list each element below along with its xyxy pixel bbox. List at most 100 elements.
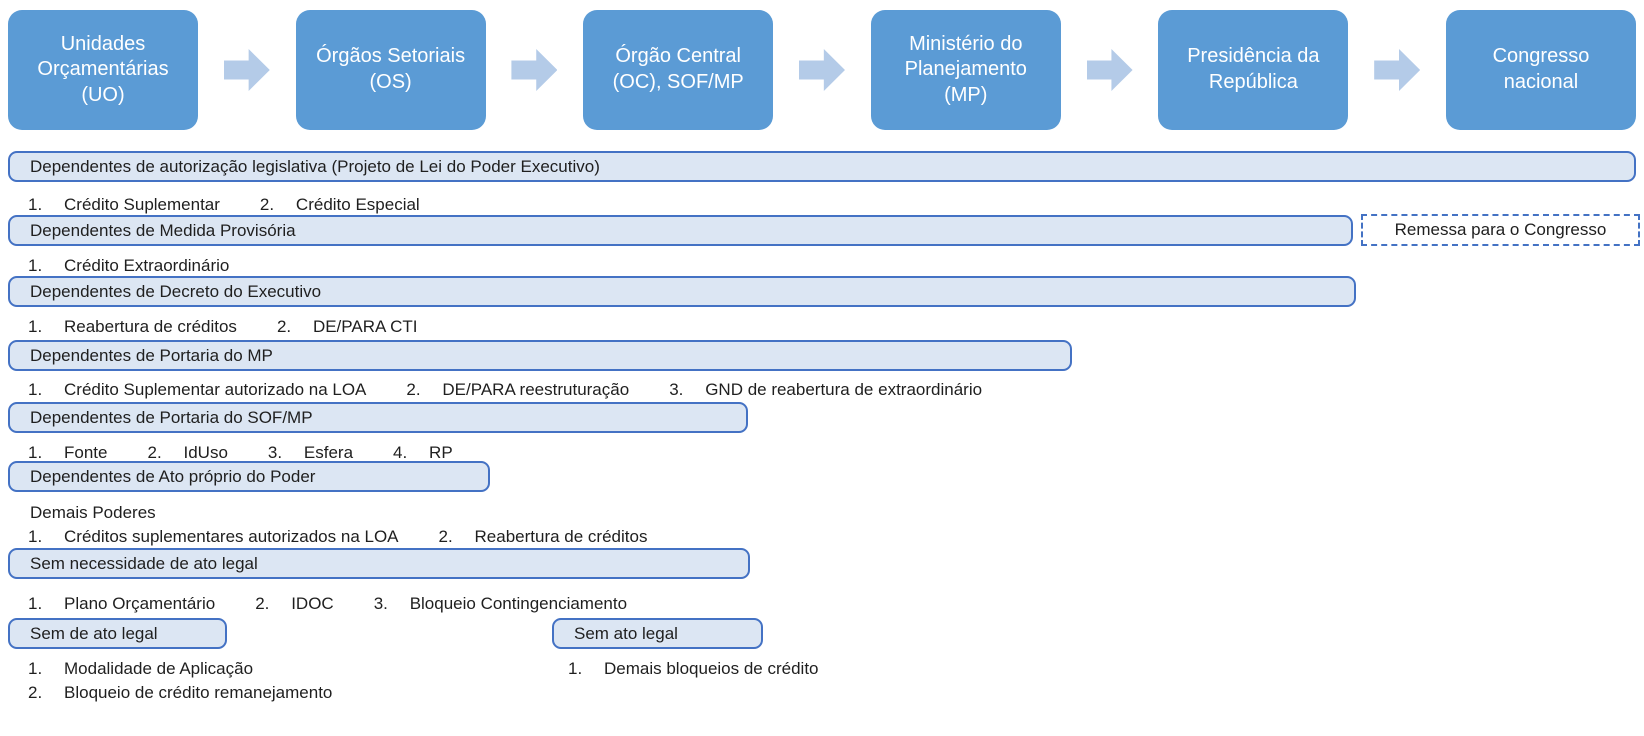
bar-sem-de-ato-legal: Sem de ato legal — [8, 618, 227, 649]
list-item: 2. IDOC — [255, 594, 334, 614]
list-item-text: Bloqueio Contingenciamento — [409, 594, 628, 613]
bar-decreto-executivo: Dependentes de Decreto do Executivo — [8, 276, 1356, 307]
list-item-number: 2. — [147, 443, 162, 462]
bar-label: Dependentes de Ato próprio do Poder — [30, 466, 316, 486]
list-item-number: 2. — [406, 380, 421, 399]
list-item-number: 3. — [669, 380, 684, 399]
list-item: 1. Crédito Suplementar — [28, 195, 220, 215]
list-item-text: Crédito Suplementar — [64, 195, 220, 214]
list-item-number: 3. — [267, 443, 283, 462]
bar-autorizacao-legislativa: Dependentes de autorização legislativa (… — [8, 151, 1636, 182]
bar-label: Dependentes de Decreto do Executivo — [30, 281, 322, 301]
list-item: 2.Crédito Especial — [260, 195, 420, 215]
list-item-number: 1. — [28, 443, 43, 462]
list-item-number: 1. — [28, 195, 43, 214]
bar-portaria-mp: Dependentes de Portaria do MP — [8, 340, 1072, 371]
bar-portaria-sof-mp: Dependentes de Portaria do SOF/MP — [8, 402, 748, 433]
credit-type-list: 1. Demais bloqueios de crédito — [560, 659, 819, 679]
arrow-right-icon — [223, 49, 270, 91]
bar-sem-necessidade-ato-legal: Sem necessidade de ato legal — [8, 548, 750, 579]
list-item-text: Demais bloqueios de crédito — [604, 659, 819, 678]
bar-label: Dependentes de Portaria do SOF/MP — [30, 407, 313, 427]
list-item: 1. Crédito Suplementar autorizado na LOA — [28, 380, 366, 400]
list-item-text: Crédito Suplementar autorizado na LOA — [64, 380, 367, 399]
list-item-text: Reabertura de créditos — [474, 527, 648, 546]
flow-box-presidencia-republica: Presidência da República — [1158, 10, 1349, 130]
list-item-number: 2. — [276, 317, 292, 336]
arrow-right-icon — [1374, 49, 1421, 91]
credit-type-list: 1. Reabertura de créditos 2. DE/PARA CTI — [8, 317, 417, 337]
list-item-number: 2. — [255, 594, 270, 613]
flow-box-orgao-central: Órgão Central (OC), SOF/MP — [583, 10, 774, 130]
arrow-right-icon — [798, 49, 845, 91]
list-item: 1. Demais bloqueios de crédito — [568, 659, 819, 679]
list-item: 3. Bloqueio Contingenciamento — [374, 594, 627, 614]
list-item: 2. DE/PARA reestruturação — [406, 380, 629, 400]
list-item-number: 2. — [438, 527, 453, 546]
remessa-congresso-dashed-box: Remessa para o Congresso — [1361, 214, 1640, 246]
list-item-number: 1. — [28, 594, 43, 613]
flow-box-congresso-nacional: Congresso nacional — [1445, 10, 1636, 130]
credit-type-list: 1.Crédito Suplementar autorizado na LOA … — [8, 380, 982, 400]
list-item-text: Esfera — [303, 443, 354, 462]
list-item: 1. Crédito Extraordinário — [28, 256, 229, 276]
list-item: 1. Fonte — [28, 443, 107, 463]
bar-label: Dependentes de Medida Provisória — [30, 220, 296, 240]
list-item: 3. GND de reabertura de extraordinário — [669, 380, 982, 400]
list-item-number: 1. — [28, 256, 43, 275]
credit-type-list: 2. Bloqueio de crédito remanejamento — [8, 683, 332, 703]
bar-sem-ato-legal: Sem ato legal — [552, 618, 763, 649]
list-item: 2. Reabertura de créditos — [439, 527, 648, 547]
list-item-number: 1. — [568, 659, 583, 678]
list-item-number: 1. — [28, 380, 43, 399]
list-item: 1. Créditos suplementares autorizados na … — [28, 527, 399, 547]
list-item-text: DE/PARA reestruturação — [442, 380, 630, 399]
list-item-number: 1. — [28, 527, 43, 546]
list-item-text: DE/PARA CTI — [312, 317, 418, 336]
list-item: 1.Modalidade de Aplicação — [28, 659, 253, 679]
list-item-text: Créditos suplementares autorizados na LO… — [64, 527, 399, 546]
list-item-number: 1. — [28, 317, 43, 336]
bar-label: Dependentes de Portaria do MP — [30, 345, 273, 365]
flow-box-ministerio-planejamento: Ministério do Planejamento (MP) — [870, 10, 1061, 130]
process-flow: Unidades Orçamentárias (UO) Órgãos Setor… — [8, 10, 1636, 130]
list-item-text: Reabertura de créditos — [64, 317, 237, 336]
list-item-text: Bloqueio de crédito remanejamento — [64, 683, 333, 702]
credit-type-list: 1.Modalidade de Aplicação — [8, 659, 253, 679]
bar-label: Sem ato legal — [574, 623, 678, 643]
bar-label: Sem necessidade de ato legal — [30, 553, 258, 573]
list-item: 3. Esfera — [268, 443, 353, 463]
list-item-text: Crédito Extraordinário — [64, 256, 230, 275]
list-item-text: RP — [429, 443, 453, 462]
credit-type-list: 1. Crédito Suplementar 2.Crédito Especial — [8, 195, 420, 215]
list-item-number: 4. — [393, 443, 408, 462]
list-item: 2. IdUso — [147, 443, 227, 463]
list-item-number: 3. — [373, 594, 388, 613]
bar-label: Sem de ato legal — [30, 623, 158, 643]
arrow-right-icon — [1086, 49, 1133, 91]
list-item-number: 2. — [259, 195, 275, 214]
bar-label: Dependentes de autorização legislativa (… — [30, 156, 600, 176]
list-item: 2. Bloqueio de crédito remanejamento — [28, 683, 332, 703]
demais-poderes-label: Demais Poderes — [30, 503, 156, 522]
list-item: 4. RP — [393, 443, 453, 463]
credit-type-list: 1. Plano Orçamentário 2. IDOC 3. Bloqueio C… — [8, 594, 627, 614]
list-item-text: GND de reabertura de extraordinário — [705, 380, 983, 399]
list-item-text: IdUso — [183, 443, 228, 462]
list-item-text: IDOC — [291, 594, 334, 613]
arrow-right-icon — [511, 49, 558, 91]
credit-type-list: 1. Créditos suplementares autorizados na … — [8, 527, 647, 547]
flow-box-orgaos-setoriais: Órgãos Setoriais (OS) — [295, 10, 486, 130]
bar-medida-provisoria: Dependentes de Medida Provisória — [8, 215, 1353, 246]
list-item-number: 2. — [28, 683, 43, 702]
list-item-text: Plano Orçamentário — [64, 594, 216, 613]
list-item: 2. DE/PARA CTI — [277, 317, 418, 337]
list-item: 1. Reabertura de créditos — [28, 317, 237, 337]
list-item-text: Fonte — [64, 443, 108, 462]
flow-box-unidades-orcamentarias: Unidades Orçamentárias (UO) — [8, 10, 198, 130]
list-item-number: 1. — [28, 659, 43, 678]
dashed-box-label: Remessa para o Congresso — [1394, 220, 1607, 239]
credit-type-list: 1. Fonte 2. IdUso 3. Esfera 4. RP — [8, 443, 453, 463]
credit-type-list: 1. Crédito Extraordinário — [8, 256, 229, 276]
